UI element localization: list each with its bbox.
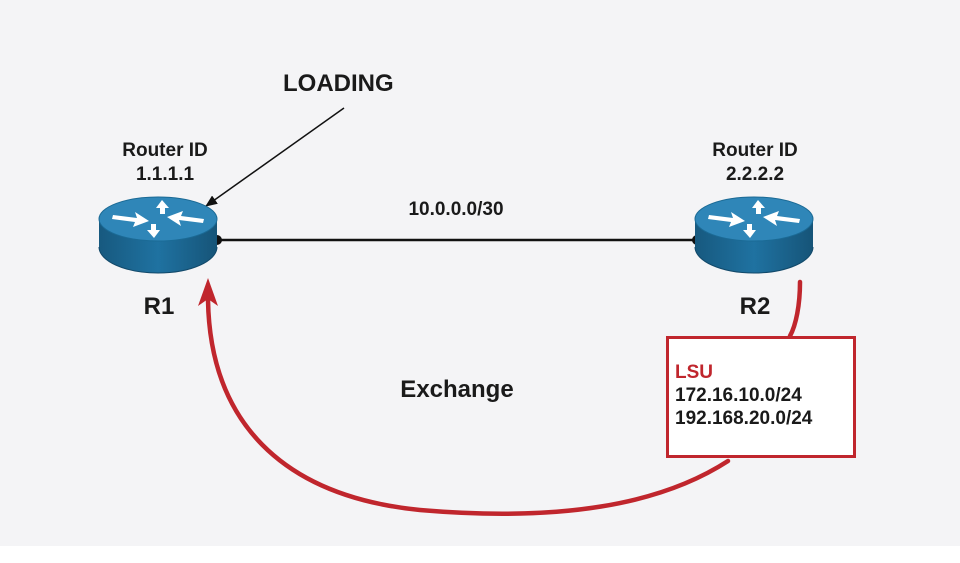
router-r2-icon: [694, 196, 814, 274]
r2-name-label: R2: [739, 293, 771, 320]
state-label: LOADING: [283, 70, 394, 97]
r1-name-label: R1: [143, 293, 175, 320]
r1-router-id-label: Router ID: [122, 140, 208, 161]
exchange-arrowhead: [198, 278, 218, 306]
bottom-band: [0, 546, 960, 563]
router-r1-icon: [98, 196, 218, 274]
lsu-network-1: 172.16.10.0/24: [675, 385, 802, 406]
exchange-arrow: [205, 279, 803, 516]
lsu-packet-box: LSU 172.16.10.0/24 192.168.20.0/24: [666, 336, 856, 458]
loading-pointer-arrow: [205, 107, 345, 207]
lsu-network-2: 192.168.20.0/24: [675, 408, 813, 429]
r2-router-id-label: Router ID: [712, 140, 798, 161]
lsu-title: LSU: [675, 362, 713, 383]
r2-router-id-value: 2.2.2.2: [725, 164, 785, 185]
exchange-label: Exchange: [400, 376, 514, 403]
r1-router-id-value: 1.1.1.1: [135, 164, 195, 185]
link-subnet-label: 10.0.0.0/30: [408, 199, 504, 220]
